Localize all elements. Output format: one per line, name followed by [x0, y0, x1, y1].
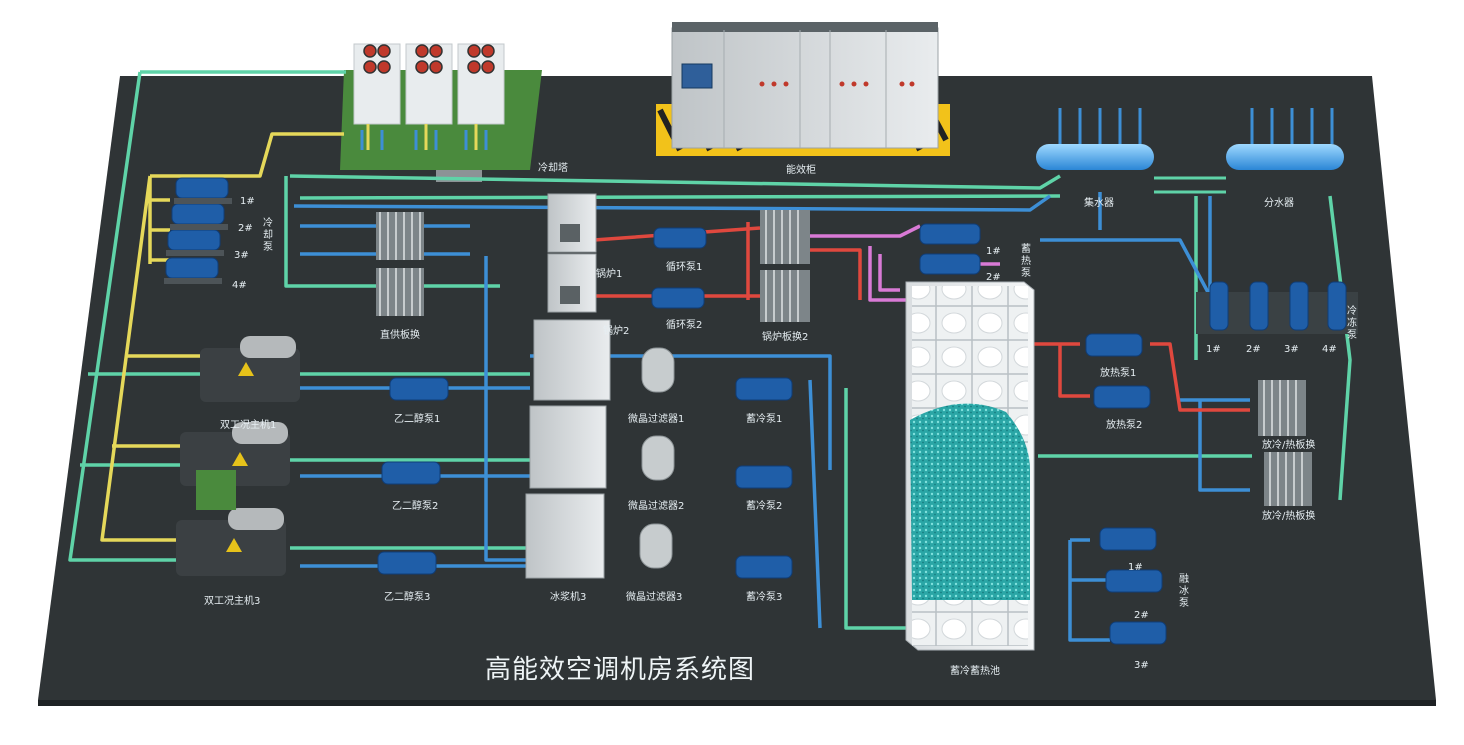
circ-pump-2-label: 循环泵2 [666, 320, 703, 331]
ice-melt-pump-1-label: 1# [1128, 562, 1143, 573]
chilled-pump-1-label: 1# [1206, 344, 1221, 355]
glycol-pump-1-label: 乙二醇泵1 [394, 414, 441, 425]
ice-machine-3-label: 冰浆机3 [550, 592, 587, 603]
direct-plate-hx-graphic [376, 212, 424, 316]
diagram-title: 高能效空调机房系统图 [485, 655, 756, 685]
chilled-pump-3-label: 3# [1284, 344, 1299, 355]
release-pump-2-label: 放热泵2 [1106, 420, 1143, 431]
chiller-1-label: 双工况主机1 [220, 420, 277, 431]
boiler-2-label: 锅炉2 [603, 326, 630, 337]
circ-pump-1-label: 循环泵1 [666, 262, 703, 273]
release-plate-hx-1-label: 放冷/热板换 [1262, 440, 1316, 451]
storage-tank-label: 蓄冷蓄热池 [950, 666, 1000, 677]
ice-melt-pumps [1099, 527, 1167, 645]
glycol-pumps [377, 377, 449, 575]
cooling-tower-label: 冷却塔 [538, 163, 568, 174]
glycol-pump-2-label: 乙二醇泵2 [392, 501, 439, 512]
storage-tank-graphic [905, 281, 1035, 651]
chilled-pump-4-label: 4# [1322, 344, 1337, 355]
filter-2-label: 微晶过滤器2 [628, 501, 685, 512]
ice-melt-pump-2-label: 2# [1134, 610, 1149, 621]
circulation-pumps [651, 227, 707, 309]
glycol-pump-3-label: 乙二醇泵3 [384, 592, 431, 603]
release-pump-1-label: 放热泵1 [1100, 368, 1137, 379]
filter-1-label: 微晶过滤器1 [628, 414, 685, 425]
release-plate-hx-graphic [1258, 380, 1312, 506]
chiller-3-label: 双工况主机3 [204, 596, 261, 607]
chilled-pump-group-label: 冷冻泵 [1347, 306, 1357, 341]
ice-melt-pump-3-label: 3# [1134, 660, 1149, 671]
cooling-tower [340, 43, 542, 182]
boiler-plate-hx-2-label: 锅炉板换2 [762, 332, 809, 343]
cooling-pumps [164, 177, 232, 284]
cooling-pump-3-label: 3# [234, 250, 249, 261]
chilled-pumps [1196, 281, 1358, 334]
release-pumps [1085, 333, 1151, 409]
direct-plate-hx-label: 直供板换 [380, 330, 420, 341]
heat-storage-pumps [919, 223, 981, 275]
water-collector-label: 集水器 [1084, 198, 1114, 209]
heat-storage-pump-2-label: 2# [986, 272, 1001, 283]
boiler-plate-hx-graphic [760, 210, 810, 322]
chilled-pump-2-label: 2# [1246, 344, 1261, 355]
cooling-pump-4-label: 4# [232, 280, 247, 291]
boilers-graphic [547, 193, 597, 313]
water-distributor-label: 分水器 [1264, 198, 1294, 209]
chillers-graphic [176, 336, 300, 576]
cooling-pump-1-label: 1# [240, 196, 255, 207]
control-cabinet [656, 22, 950, 156]
water-headers [1036, 108, 1344, 194]
control-cabinet-label: 能效柜 [786, 165, 816, 176]
storage-pump-1-label: 蓄冷泵1 [746, 414, 783, 425]
ice-melt-pump-group-label: 融冰泵 [1179, 574, 1189, 609]
cooling-pump-2-label: 2# [238, 223, 253, 234]
storage-pump-2-label: 蓄冷泵2 [746, 501, 783, 512]
storage-pump-3-label: 蓄冷泵3 [746, 592, 783, 603]
filter-3-label: 微晶过滤器3 [626, 592, 683, 603]
release-plate-hx-2-label: 放冷/热板换 [1262, 511, 1316, 522]
heat-storage-pump-group-label: 蓄热泵 [1021, 244, 1031, 279]
boiler-1-label: 锅炉1 [596, 269, 623, 280]
filters-graphic [639, 347, 675, 569]
heat-storage-pump-1-label: 1# [986, 246, 1001, 257]
ice-machines-graphic [525, 319, 611, 579]
cooling-pump-group-label: 冷却泵 [263, 218, 273, 253]
storage-pumps [735, 377, 793, 579]
floor-edge [38, 700, 1436, 706]
